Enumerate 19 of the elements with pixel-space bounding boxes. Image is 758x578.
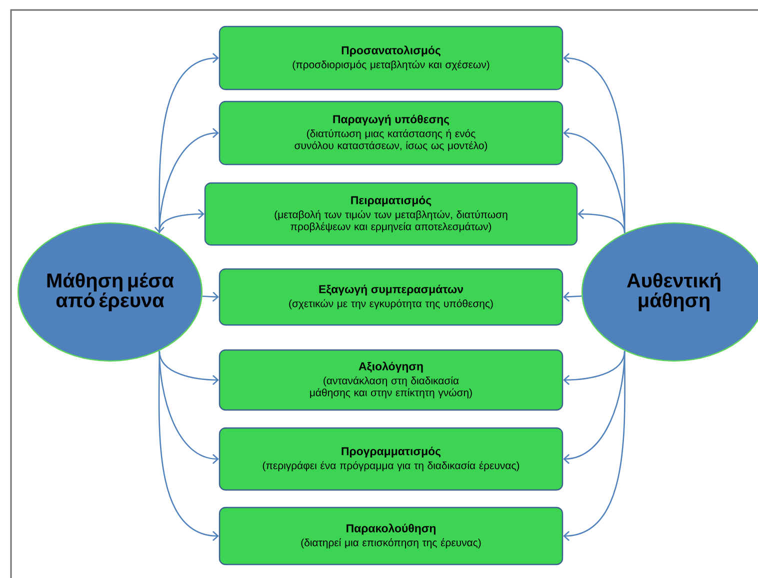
step-box: Πειραματισμός (μεταβολή των τιμών των μεταβλητών, διατύπωση προβλέψεων και ερμηνεία αποτελεσμάτων) bbox=[204, 182, 578, 246]
arrow bbox=[563, 350, 626, 541]
arrow bbox=[154, 209, 204, 234]
arrow bbox=[158, 350, 219, 541]
step-box: Προσανατολισμός (προσδιορισμός μεταβλητών και σχέσεων) bbox=[218, 26, 564, 90]
arrow bbox=[158, 128, 219, 234]
arrow bbox=[563, 53, 626, 234]
arrow bbox=[563, 350, 626, 385]
step-box: Προγραμματισμός (περιγράφει ένα πρόγραμμα για τη διαδικασία έρευνας) bbox=[218, 427, 564, 491]
arrow bbox=[563, 292, 582, 302]
arrow bbox=[158, 350, 219, 385]
arrow bbox=[202, 292, 219, 302]
step-box: Εξαγωγή συμπερασμάτων (σχετικών με την εγκυρότητα της υπόθεσης) bbox=[218, 268, 564, 326]
step-box: Παραγωγή υπόθεσης (διατύπωση μιας κατάστασης ή ενός συνόλου καταστάσεων, ίσως ως μοντέλο) bbox=[218, 100, 564, 166]
step-box: Αξιολόγηση (αντανάκλαση στη διαδικασία μάθησης και στην επίκτητη γνώση) bbox=[218, 349, 564, 411]
arrow bbox=[158, 53, 219, 234]
arrow bbox=[578, 209, 626, 234]
step-box: Παρακολούθηση (διατηρεί μια επισκόπηση της έρευνας) bbox=[218, 506, 564, 566]
arrow bbox=[563, 128, 626, 234]
